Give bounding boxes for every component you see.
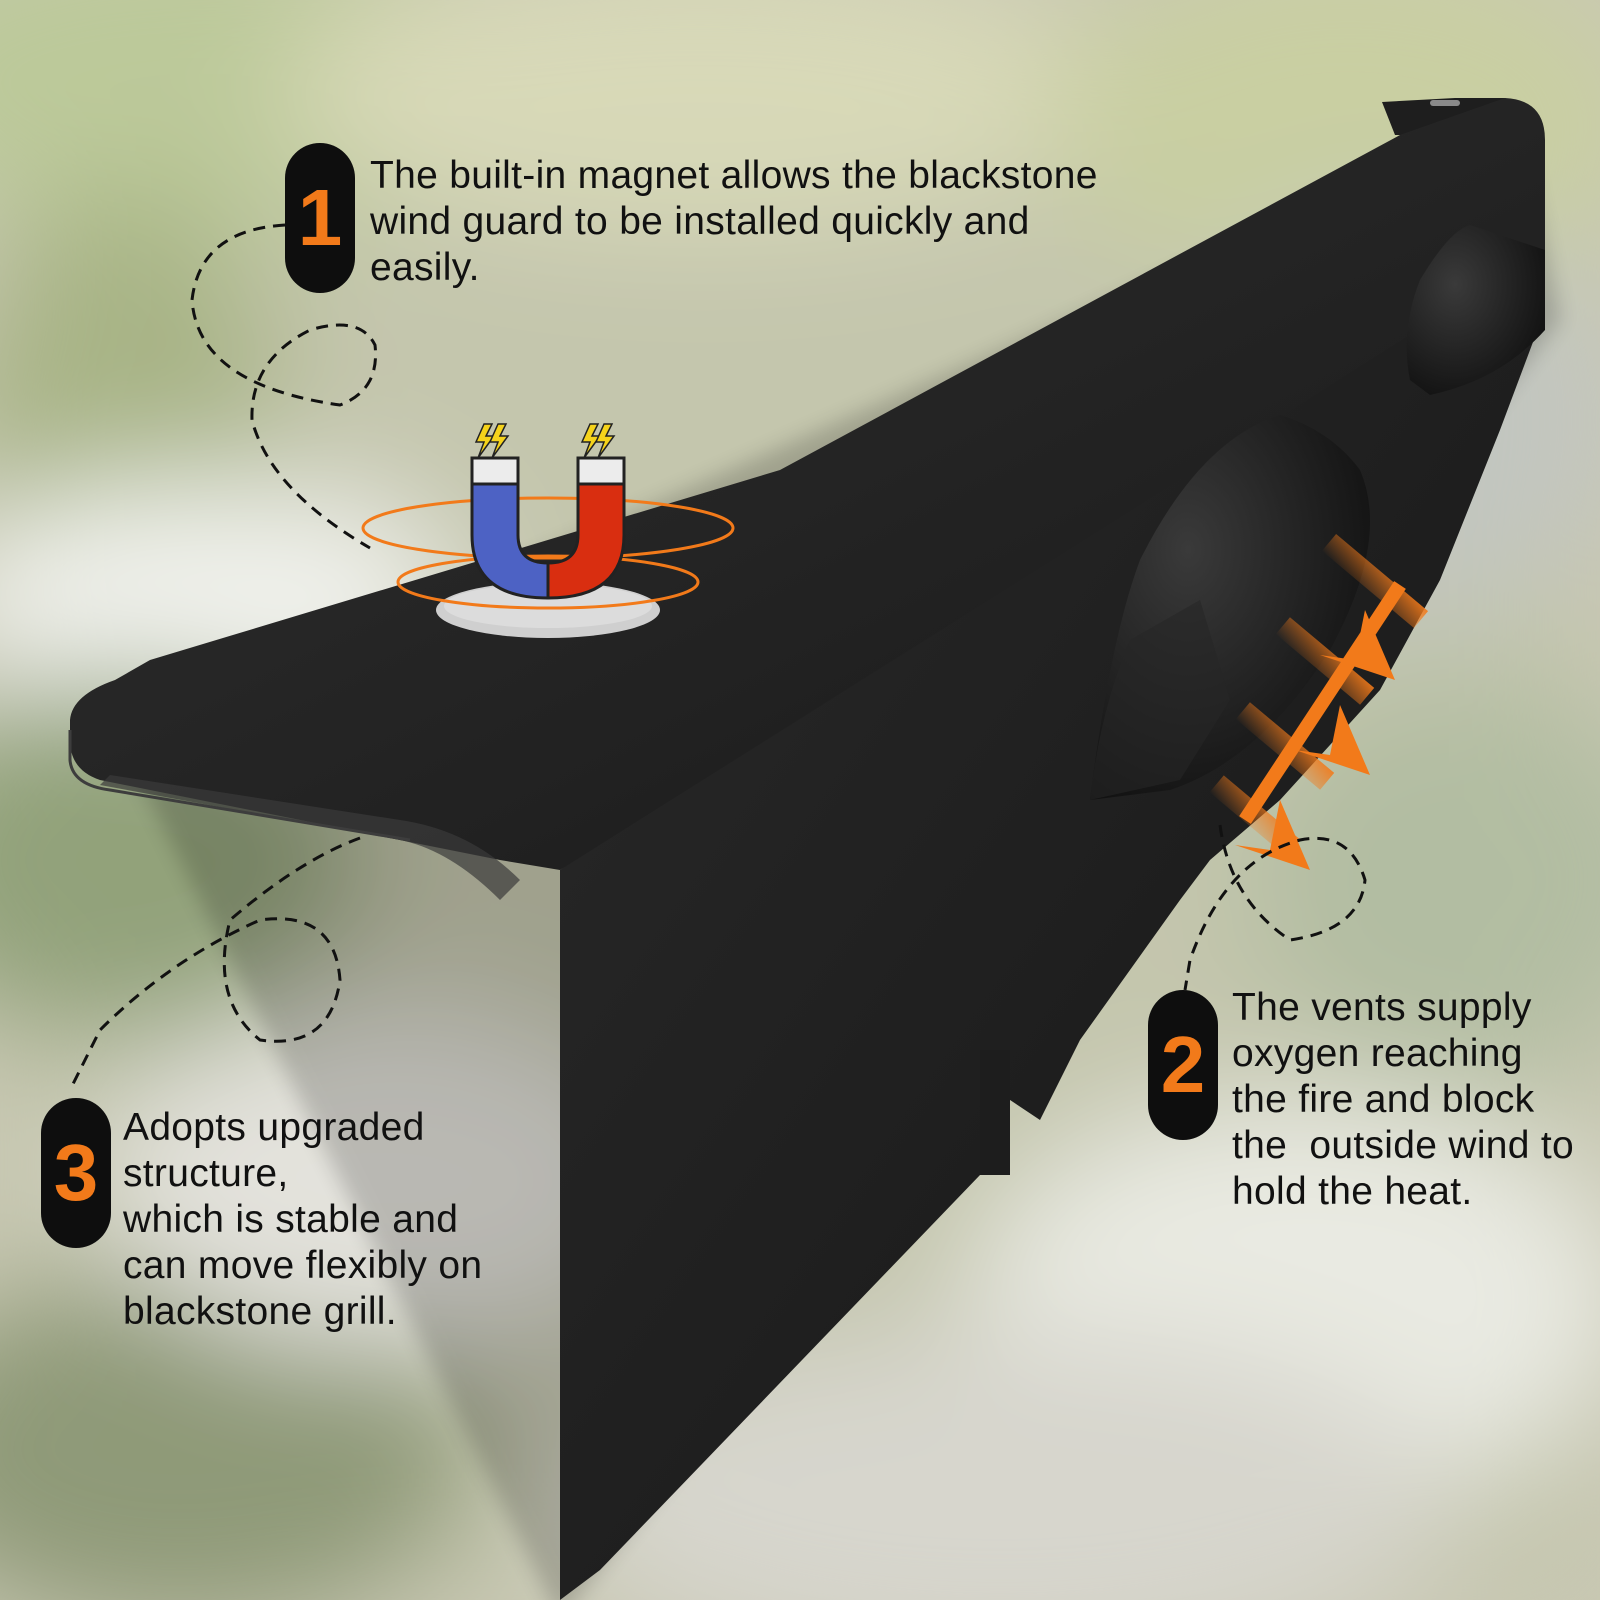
magnet-icon <box>361 456 735 610</box>
feature-2-line: oxygen reaching <box>1232 1032 1523 1075</box>
feature-2-line: The vents supply <box>1232 986 1532 1029</box>
feature-2-line: hold the heat. <box>1232 1170 1473 1213</box>
feature-3-text: Adopts upgraded structure, which is stab… <box>123 1105 482 1335</box>
feature-2-line: the fire and block <box>1232 1078 1535 1121</box>
feature-1-line: The built-in magnet allows the blackston… <box>370 154 1098 197</box>
lightning-icon <box>474 423 616 459</box>
feature-2-line: the outside wind to <box>1232 1124 1575 1167</box>
feature-1-text: The built-in magnet allows the blackston… <box>370 153 1098 291</box>
feature-3-line: which is stable and <box>123 1198 459 1241</box>
feature-3-line: Adopts upgraded <box>123 1106 425 1149</box>
feature-3-line: can move flexibly on <box>123 1244 483 1287</box>
wind-guard <box>68 98 1545 1600</box>
feature-1-badge: 1 <box>285 143 355 293</box>
feature-3-line: blackstone grill. <box>123 1290 397 1333</box>
feature-2-text: The vents supply oxygen reaching the fir… <box>1232 985 1574 1215</box>
vent-bumps <box>1090 225 1545 800</box>
feature-3-line: structure, <box>123 1152 289 1195</box>
wind-arrow-icon <box>1209 534 1429 870</box>
feature-2-badge: 2 <box>1148 990 1218 1140</box>
feature-1-line: easily. <box>370 246 480 289</box>
dashed-connectors <box>68 223 1367 1091</box>
feature-3-badge: 3 <box>41 1098 111 1248</box>
feature-1-line: wind guard to be installed quickly and <box>370 200 1030 243</box>
